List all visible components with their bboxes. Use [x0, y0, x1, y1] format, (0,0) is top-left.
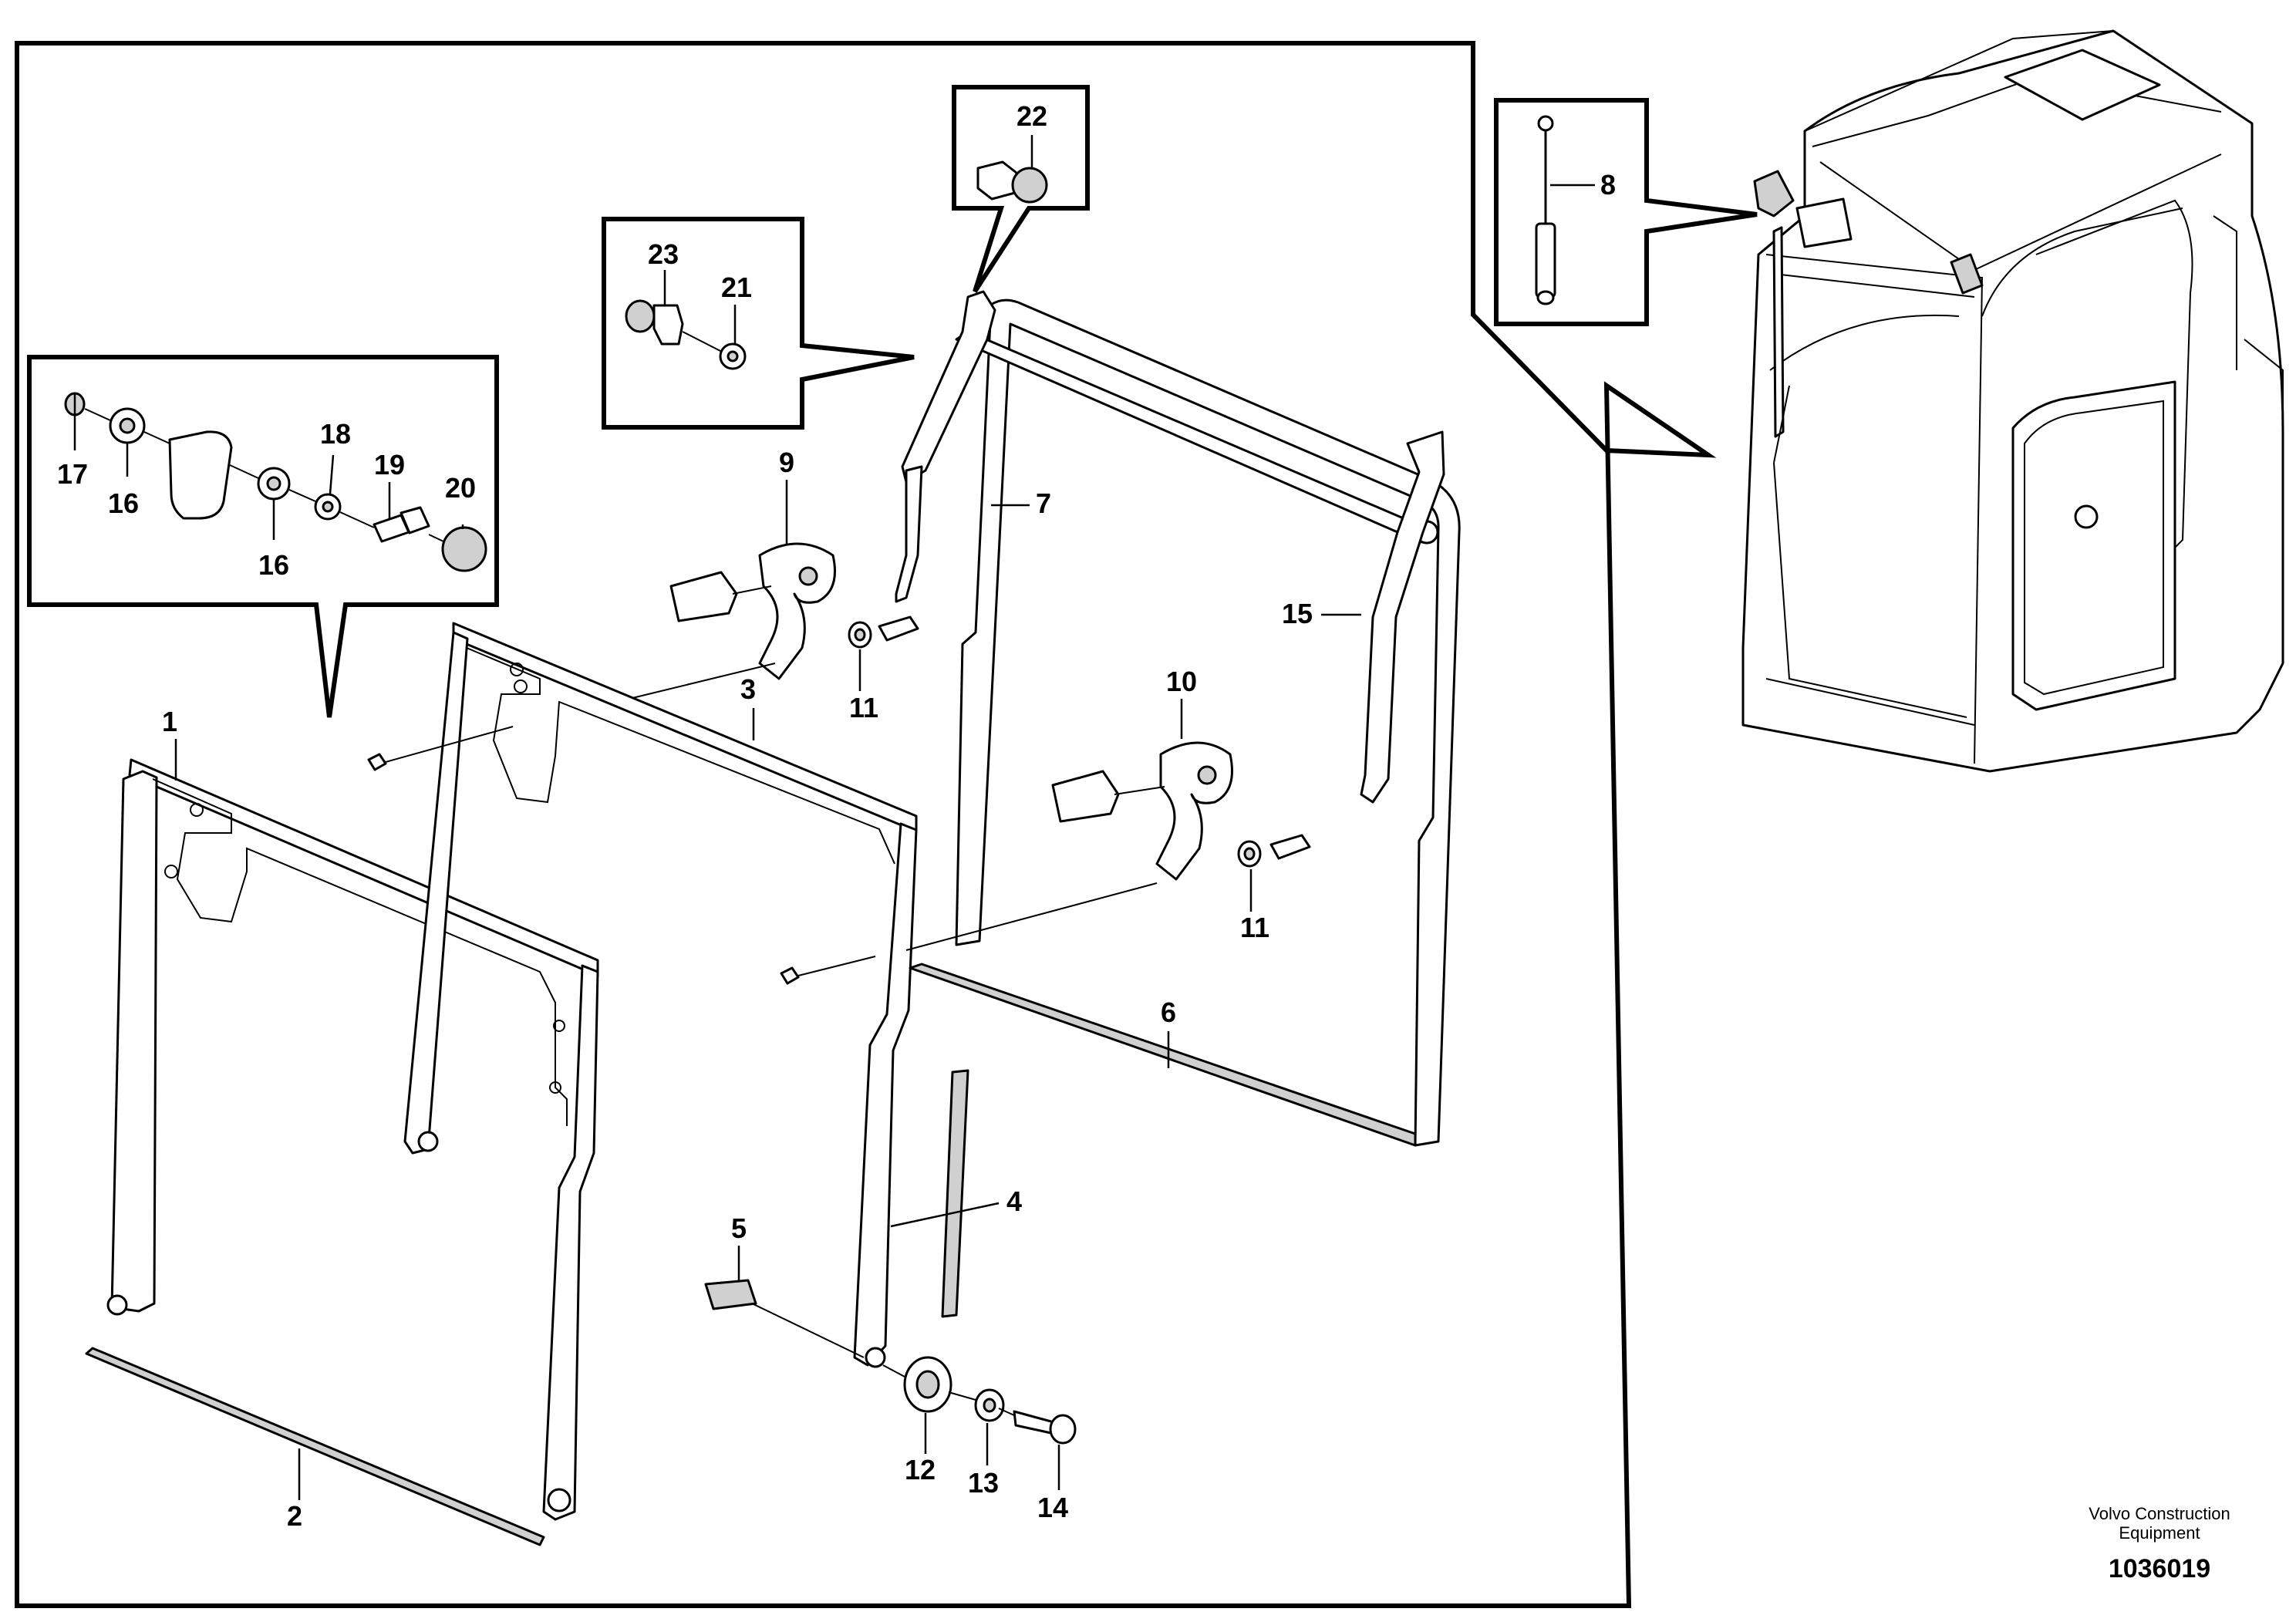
callout-12: 12 — [905, 1454, 936, 1485]
callout-21: 21 — [721, 271, 752, 303]
inset-8-parts — [1535, 115, 1595, 305]
part-11-washers — [848, 615, 1311, 868]
callout-6: 6 — [1161, 996, 1176, 1028]
inset-box-left — [27, 355, 499, 718]
upper-left-rail-lower — [895, 465, 923, 603]
part-4-vertical-seal — [941, 1069, 969, 1318]
part-6-seal-strip — [909, 963, 1417, 1147]
inset-box-8 — [1494, 98, 1758, 326]
assembly-lines — [367, 663, 1158, 1416]
callout-22: 22 — [1017, 100, 1047, 132]
callout-5: 5 — [731, 1212, 747, 1244]
document-number: 1036019 — [2109, 1554, 2210, 1583]
callout-17: 17 — [57, 458, 88, 490]
upper-left-rail — [901, 290, 996, 484]
callout-18: 18 — [320, 418, 351, 450]
part-5-bracket-pad — [704, 1279, 757, 1310]
callout-23: 23 — [648, 238, 679, 270]
callout-10: 10 — [1166, 666, 1197, 697]
callout-11a: 11 — [849, 692, 878, 723]
part-9-handle — [669, 542, 836, 680]
inset-left-parts — [64, 392, 487, 572]
callout-2: 2 — [287, 1500, 302, 1532]
inset-box-21-23 — [602, 217, 915, 430]
callouts: 1 2 3 4 5 6 7 8 9 10 11 11 12 13 14 15 1… — [57, 100, 1616, 1532]
main-frame-border — [15, 41, 1717, 1608]
callout-15: 15 — [1282, 598, 1313, 629]
callout-13: 13 — [968, 1467, 999, 1499]
credit-line-1: Volvo Construction — [2089, 1504, 2230, 1523]
inset-21-23-parts — [625, 270, 747, 370]
inset-box-22 — [952, 85, 1090, 293]
callout-19: 19 — [374, 449, 405, 481]
credit-line-2: Equipment — [2119, 1523, 2200, 1543]
callout-14: 14 — [1037, 1492, 1068, 1523]
cab-illustration — [1741, 29, 2284, 773]
part-10-handle — [1051, 741, 1233, 881]
callout-20: 20 — [445, 472, 476, 504]
inset-22-parts — [976, 135, 1048, 204]
part-1-window-frame — [106, 758, 599, 1521]
callout-9: 9 — [779, 447, 794, 478]
callout-1: 1 — [162, 706, 177, 737]
callout-8: 8 — [1600, 169, 1616, 201]
callout-7: 7 — [1036, 487, 1051, 519]
callout-4: 4 — [1006, 1185, 1022, 1217]
callout-16a: 16 — [108, 487, 139, 519]
callout-11b: 11 — [1240, 912, 1269, 943]
parts-12-14-roller-assembly — [903, 1356, 1077, 1445]
callout-16b: 16 — [258, 549, 289, 581]
credit-block: Volvo Construction Equipment 1036019 — [2089, 1504, 2230, 1583]
part-15-side-rail — [1360, 430, 1445, 804]
callout-3: 3 — [740, 673, 756, 705]
part-2-seal-strip — [85, 1347, 545, 1546]
part-3-window-frame — [403, 622, 918, 1368]
